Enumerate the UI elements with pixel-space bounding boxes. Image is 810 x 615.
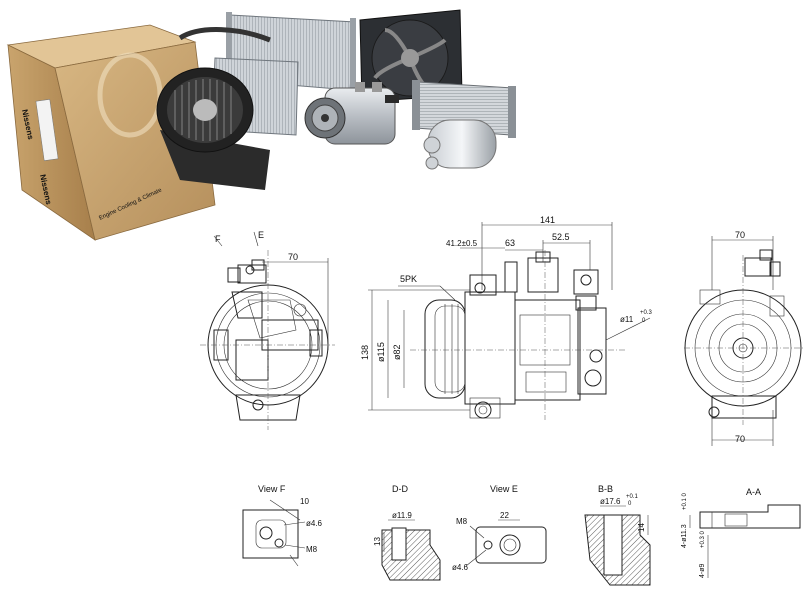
view-f-title: View F: [258, 484, 286, 494]
detail-a-a: A-A 4-ø11.3 +0.1 0 4-ø9 +0.3 0: [681, 487, 801, 579]
detail-d-d: D-D ø11.9 13: [373, 484, 441, 581]
view-e-dim-22: 22: [500, 511, 509, 520]
detail-view-f: View F 10 ø4.6 M8: [242, 484, 323, 567]
d-d-dim-11-9: ø11.9: [392, 511, 412, 520]
dim-41: 41.2±0.5: [446, 239, 478, 248]
dim-141: 141: [540, 215, 555, 225]
dim-11: ø11: [620, 315, 634, 324]
dim-138: 138: [360, 345, 370, 360]
label-5pk: 5PK: [400, 274, 417, 284]
side-view-drawing: F E 70: [200, 230, 335, 430]
dim-11-tol-bot: 0: [642, 318, 646, 324]
label-f: F: [215, 234, 221, 244]
blower-motor-photo: [156, 67, 270, 190]
dim-11-tol-top: +0.3: [640, 310, 653, 316]
label-e: E: [258, 230, 264, 240]
side-dim-70: 70: [288, 252, 298, 262]
view-f-m8: M8: [306, 545, 318, 554]
view-f-dim-4-6: ø4.6: [306, 519, 323, 528]
d-d-title: D-D: [392, 484, 408, 494]
d-d-dim-13: 13: [373, 537, 382, 546]
a-a-dim-11-3: 4-ø11.3: [681, 524, 688, 548]
radiator-fan-photo: [359, 9, 463, 103]
a-a-title: A-A: [746, 487, 761, 497]
front-view-drawing: 141 41.2±0.5 63 52.5 5PK 138 ø115 ø82: [360, 215, 653, 420]
b-b-title: B-B: [598, 484, 613, 494]
view-e-title: View E: [490, 484, 518, 494]
b-b-dim-17-6: ø17.6: [600, 497, 621, 506]
receiver-drier-photo: [423, 119, 497, 170]
dim-82: ø82: [392, 344, 402, 360]
dim-115: ø115: [376, 342, 386, 362]
ac-compressor-photo: [304, 82, 399, 145]
view-f-dim-10: 10: [300, 497, 309, 506]
a-a-dim-9-tol: +0.3 0: [700, 530, 706, 548]
rear-view-drawing: 70 70: [684, 230, 805, 446]
a-a-dim-11-3-tol: +0.1 0: [682, 492, 688, 510]
a-a-dim-9: 4-ø9: [699, 564, 706, 579]
detail-b-b: B-B ø17.6 +0.1 0 14: [584, 484, 651, 586]
b-b-tol-bot: 0: [628, 501, 632, 507]
detail-view-e: View E 22 M8 ø4.6: [452, 484, 547, 572]
rear-dim-70-top: 70: [735, 230, 745, 240]
dim-52-5: 52.5: [552, 232, 570, 242]
rear-dim-70-bottom: 70: [735, 434, 745, 444]
dim-63: 63: [505, 238, 515, 248]
view-e-m8: M8: [456, 517, 468, 526]
heater-core-photo: [412, 80, 516, 138]
view-e-dim-4-6: ø4.6: [452, 563, 469, 572]
b-b-tol-top: +0.1: [626, 494, 639, 500]
b-b-dim-14: 14: [637, 523, 646, 532]
